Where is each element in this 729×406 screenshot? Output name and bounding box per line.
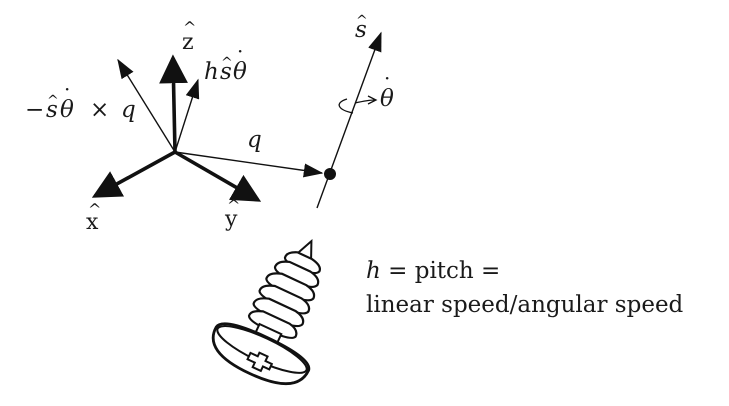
x-axis-label: x: [86, 210, 99, 235]
h-s-thetadot-vector: [174, 78, 200, 153]
svg-text:×: ×: [90, 97, 109, 123]
svg-text:q: q: [121, 97, 136, 123]
y-axis: [174, 150, 262, 202]
vectors: [117, 58, 324, 178]
y-hat: ^: [227, 196, 240, 215]
rotation-arrow-icon: [338, 95, 378, 114]
svg-text:·: ·: [237, 39, 243, 63]
rotation-rate-label: θ ·: [380, 66, 394, 112]
svg-text:^: ^: [356, 13, 368, 29]
cross-product-vector: [117, 58, 176, 153]
svg-text:·: ·: [64, 77, 70, 101]
svg-text:^: ^: [47, 93, 59, 109]
screw-axis: [316, 31, 382, 209]
svg-text:θ: θ: [60, 97, 74, 123]
screw-axis-label: s ^: [355, 13, 368, 43]
x-axis: [91, 150, 176, 198]
svg-text:s: s: [220, 59, 232, 85]
x-hat: ^: [88, 200, 101, 219]
svg-text:^: ^: [221, 55, 233, 71]
y-axis-label: y: [224, 207, 238, 232]
screw-axis-line: [316, 31, 382, 209]
svg-text:−: −: [25, 97, 44, 123]
cross-term-label: − s ^ θ · × q: [25, 77, 136, 123]
q-vector: [174, 151, 324, 178]
svg-text:·: ·: [384, 66, 390, 90]
pitch-h-symbol: h: [366, 258, 381, 284]
svg-text:θ: θ: [233, 59, 247, 85]
h-term-label: h s ^ θ ·: [204, 39, 247, 85]
svg-text:s: s: [46, 97, 58, 123]
svg-text:s: s: [355, 17, 367, 43]
point-q: [324, 168, 336, 180]
z-axis: [159, 54, 188, 153]
z-hat: ^: [183, 18, 196, 37]
svg-text:θ: θ: [380, 86, 394, 112]
svg-text:h: h: [204, 59, 219, 85]
screw-icon: [211, 238, 321, 386]
q-label: q: [247, 127, 262, 153]
z-axis-label: z: [182, 30, 194, 55]
pitch-equals-text: = pitch =: [380, 258, 501, 284]
axis-labels: z ^ x ^ y ^: [86, 18, 240, 235]
frame-axes: [91, 54, 262, 202]
pitch-caption-line2: linear speed/angular speed: [366, 292, 684, 318]
vector-labels: − s ^ θ · × q h s ^ θ · q s ^ θ ·: [25, 13, 394, 153]
pitch-caption-line1: h = pitch =: [366, 260, 500, 283]
